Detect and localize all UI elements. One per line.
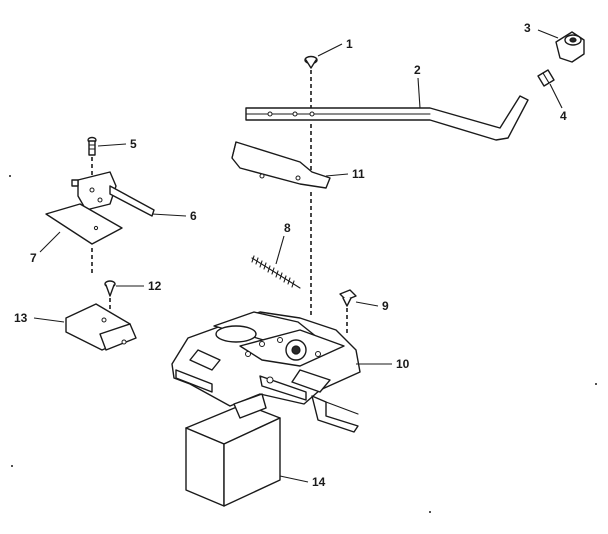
part-8-spring [251, 192, 312, 318]
part-9-screw [339, 289, 357, 336]
leader-11 [325, 173, 349, 177]
callout-11: 11 [352, 167, 365, 181]
part-4-clip [537, 69, 555, 87]
callout-13: 13 [14, 311, 28, 325]
part-2-lever-rod [245, 95, 529, 141]
leader-2 [417, 77, 421, 109]
leader-4 [549, 83, 563, 109]
leader-5 [97, 143, 127, 147]
callout-2: 2 [414, 63, 421, 77]
leader-8 [275, 235, 285, 265]
part-7-insulator [45, 203, 123, 276]
part-13-bracket [65, 303, 137, 351]
leader-9 [355, 301, 379, 307]
part-11-bracket [231, 124, 331, 189]
callout-14: 14 [312, 475, 326, 489]
callout-1: 1 [346, 37, 353, 51]
leader-3 [537, 29, 559, 39]
part-5-screw [87, 136, 97, 176]
leader-lines [33, 29, 563, 483]
leader-13 [33, 317, 65, 323]
callout-8: 8 [284, 221, 291, 235]
part-10-base-plate [171, 311, 361, 433]
callouts: 1 2 3 4 5 6 7 8 9 10 11 12 13 14 [14, 21, 567, 489]
callout-4: 4 [560, 109, 567, 123]
callout-10: 10 [396, 357, 410, 371]
callout-12: 12 [148, 279, 162, 293]
part-3-knob [555, 31, 585, 63]
callout-5: 5 [130, 137, 137, 151]
leader-6 [151, 213, 187, 217]
part-6-switch [71, 171, 155, 217]
part-12-screw [104, 280, 116, 318]
callout-7: 7 [30, 251, 37, 265]
part-14-box [185, 393, 281, 507]
callout-9: 9 [382, 299, 389, 313]
spring-coils [251, 255, 295, 288]
print-specks [9, 175, 597, 513]
callout-3: 3 [524, 21, 531, 35]
part-1-screw [304, 55, 318, 112]
leader-1 [317, 43, 343, 57]
callout-6: 6 [190, 209, 197, 223]
leader-7 [39, 231, 61, 253]
leader-14 [279, 475, 309, 483]
